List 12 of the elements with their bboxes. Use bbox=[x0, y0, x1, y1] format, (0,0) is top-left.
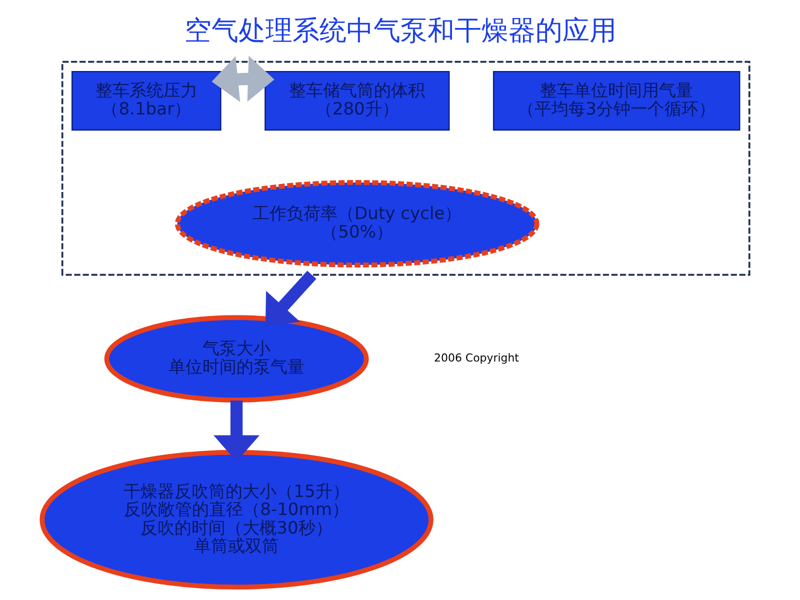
node-box: 整车储气筒的体积 （280升） bbox=[264, 70, 450, 131]
node-ellipse: 干燥器反吹筒的大小（15升） 反吹敞管的直径（8-10mm） 反吹的时间（大概30秒） 单筒或双筒 bbox=[39, 450, 433, 590]
label: 2006 Copyright bbox=[434, 352, 518, 364]
node-ellipse: 气泵大小 单位时间的泵气量 bbox=[104, 315, 368, 403]
node-box: 整车系统压力 （8.1bar） bbox=[70, 70, 221, 131]
diagram-title: 空气处理系统中气泵和干燥器的应用 bbox=[184, 15, 616, 46]
cluster bbox=[60, 60, 750, 276]
arrow bbox=[211, 56, 274, 102]
node-ellipse: 工作负荷率（Duty cycle） （50%） bbox=[174, 180, 539, 268]
arrow bbox=[213, 400, 260, 462]
arrow bbox=[264, 270, 316, 326]
node-box: 整车单位时间用气量 （平均每3分钟一个循环） bbox=[492, 70, 740, 131]
